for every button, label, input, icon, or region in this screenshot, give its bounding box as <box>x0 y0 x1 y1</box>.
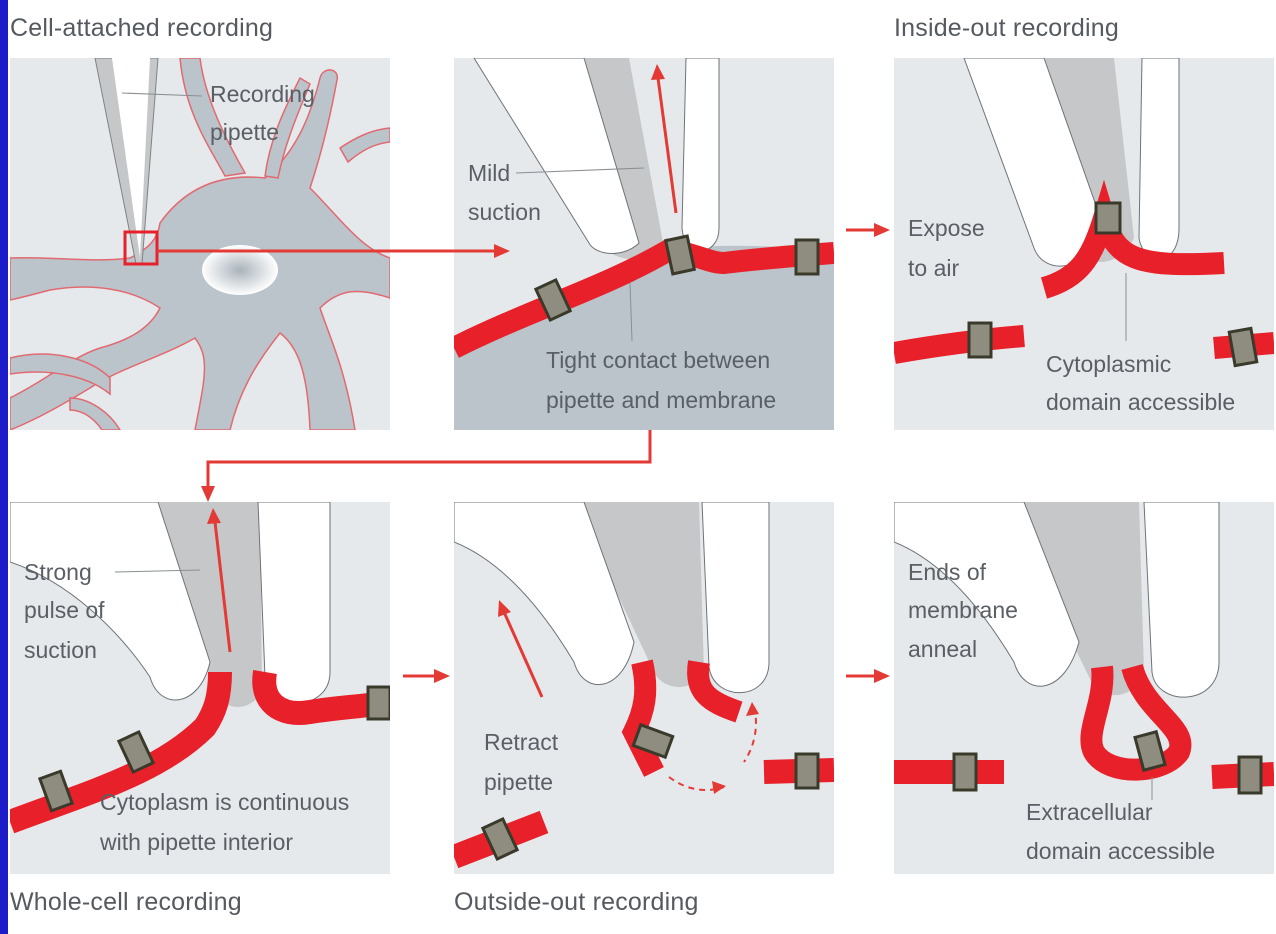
tight-contact-label-line2: pipette and membrane <box>546 387 776 413</box>
suction-arrow <box>658 78 676 213</box>
pipette-walls <box>454 502 769 693</box>
cytoplasmic-label-line2: domain accessible <box>1046 389 1235 415</box>
expose-label-line1: Expose <box>908 215 985 241</box>
heading-inside-out: Inside-out recording <box>894 14 1119 43</box>
panel-outside-out: Ends of membrane anneal Extracellular do… <box>894 502 1274 874</box>
retract-label-line1: Retract <box>484 729 559 755</box>
panel-inside-out: Expose to air Cytoplasmic domain accessi… <box>894 58 1274 430</box>
cell-nucleus <box>202 245 278 295</box>
strong-label-line2: pulse of <box>24 597 105 623</box>
mild-suction-label-line2: suction <box>468 199 541 225</box>
recording-pipette-label-line1: Recording <box>210 81 315 107</box>
heading-whole-cell: Whole-cell recording <box>10 888 242 917</box>
suction-arrowhead <box>651 64 665 80</box>
cytoplasmic-label-line1: Cytoplasmic <box>1046 351 1171 377</box>
heading-outside-out: Outside-out recording <box>454 888 699 917</box>
ends-label-line1: Ends of <box>908 559 987 585</box>
fold-arrowhead-upper <box>746 702 759 716</box>
pipette-walls <box>964 58 1179 266</box>
retract-arrow <box>504 612 542 697</box>
mild-suction-label-line1: Mild <box>468 160 510 186</box>
heading-cell-attached: Cell-attached recording <box>10 14 273 43</box>
strong-label-line3: suction <box>24 637 97 663</box>
pipette-walls <box>474 58 719 259</box>
arrowhead-retract <box>434 669 450 683</box>
panel-mild-suction: Mild suction Tight contact between pipet… <box>454 58 834 430</box>
arrowhead-whole-cell <box>201 486 215 502</box>
extracellular-label-line1: Extracellular <box>1026 799 1153 825</box>
tight-contact-label-line1: Tight contact between <box>546 347 770 373</box>
panel-whole-cell: Strong pulse of suction Cytoplasm is con… <box>10 502 390 874</box>
extracellular-label-line2: domain accessible <box>1026 838 1215 864</box>
membrane-flap-left <box>634 662 654 772</box>
continuous-label-line1: Cytoplasm is continuous <box>100 789 349 815</box>
ends-label-line2: membrane <box>908 597 1018 623</box>
panel-retract: Retract pipette <box>454 502 834 874</box>
neuron-cell <box>10 58 390 430</box>
arrowhead-inside-out <box>874 223 890 237</box>
membrane-fragment-left <box>894 336 1024 353</box>
recording-pipette-label-line2: pipette <box>210 119 279 145</box>
strong-label-line1: Strong <box>24 559 92 585</box>
ends-label-line3: anneal <box>908 636 977 662</box>
expose-label-line2: to air <box>908 255 959 281</box>
retract-label-line2: pipette <box>484 769 553 795</box>
arrowhead-outside-out <box>874 669 890 683</box>
figure-sheet: Cell-attached recording Inside-out recor… <box>8 0 1276 934</box>
arrow-to-whole-cell <box>208 430 650 492</box>
panel-neuron-overview: Recording pipette <box>10 58 390 430</box>
continuous-label-line2: with pipette interior <box>99 829 293 855</box>
retract-arrowhead <box>498 600 511 617</box>
